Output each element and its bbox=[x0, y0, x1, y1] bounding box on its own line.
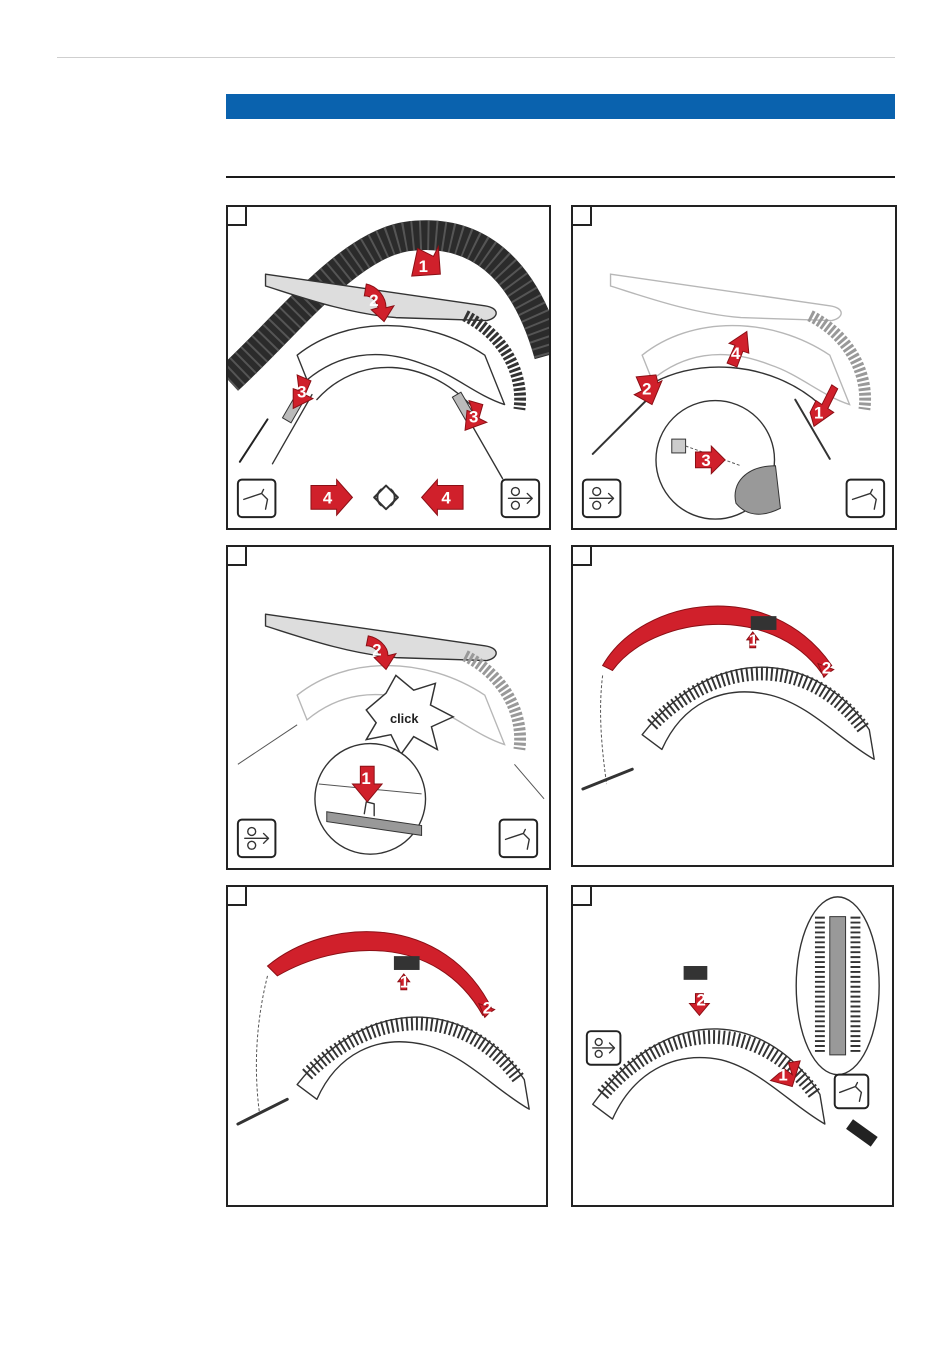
step-number-box bbox=[573, 547, 592, 566]
step-number-box bbox=[573, 207, 592, 226]
svg-text:2: 2 bbox=[822, 658, 831, 677]
step-panel-3: click 1 2 bbox=[226, 545, 551, 870]
svg-text:1: 1 bbox=[361, 769, 370, 788]
section-header-bar bbox=[226, 94, 895, 119]
wire-feed-icon bbox=[583, 480, 621, 518]
step-panel-5: 1 2 bbox=[226, 885, 548, 1207]
svg-text:2: 2 bbox=[696, 991, 705, 1010]
svg-text:click: click bbox=[390, 711, 419, 726]
step-panel-1: 1 2 3 3 4 4 bbox=[226, 205, 551, 530]
illustration-press-cable-guide: 1 2 bbox=[573, 887, 892, 1205]
svg-text:3: 3 bbox=[701, 451, 710, 470]
step-panel-6: 1 2 bbox=[571, 885, 894, 1207]
svg-text:2: 2 bbox=[372, 641, 381, 660]
wire-feed-icon bbox=[238, 820, 276, 858]
wire-feed-icon bbox=[587, 1031, 621, 1065]
svg-text:2: 2 bbox=[369, 291, 378, 310]
svg-text:1: 1 bbox=[778, 1066, 787, 1085]
arrow-step-2: 2 bbox=[690, 991, 710, 1016]
svg-text:4: 4 bbox=[441, 488, 451, 507]
svg-text:3: 3 bbox=[469, 407, 478, 426]
illustration-remove-hosepack: 1 2 3 3 4 4 bbox=[228, 207, 549, 528]
section-rule bbox=[226, 176, 895, 178]
welding-torch-icon bbox=[835, 1075, 869, 1109]
wire-feed-icon bbox=[502, 480, 540, 518]
step-number-box bbox=[228, 207, 247, 226]
illustration-guide-cable-through: 1 2 bbox=[228, 887, 546, 1205]
welding-torch-icon bbox=[238, 480, 276, 518]
svg-text:1: 1 bbox=[814, 403, 823, 422]
welding-torch-icon bbox=[847, 480, 885, 518]
svg-text:3: 3 bbox=[297, 383, 306, 402]
arrow-step-1: 1 bbox=[412, 247, 441, 277]
svg-text:4: 4 bbox=[323, 488, 333, 507]
arrow-step-4-left: 4 bbox=[311, 480, 352, 516]
arrow-step-1: 1 bbox=[747, 631, 759, 650]
svg-text:2: 2 bbox=[642, 380, 651, 399]
step-number-box bbox=[573, 887, 592, 906]
illustration-insert-liner: 1 2 3 4 bbox=[573, 207, 895, 528]
svg-text:1: 1 bbox=[419, 257, 428, 276]
svg-text:1: 1 bbox=[400, 973, 409, 992]
arrow-step-3-left: 3 bbox=[293, 375, 313, 409]
rotate-icon bbox=[374, 486, 398, 510]
step-panel-4: 1 2 bbox=[571, 545, 894, 867]
illustration-insert-cable-guide: 1 2 bbox=[573, 547, 892, 865]
svg-text:4: 4 bbox=[731, 344, 741, 363]
step-number-box bbox=[228, 887, 247, 906]
arrow-step-2: 2 bbox=[634, 375, 662, 405]
welding-torch-icon bbox=[500, 820, 538, 858]
step-panel-2: 1 2 3 4 bbox=[571, 205, 897, 530]
arrow-step-4: 4 bbox=[727, 331, 749, 367]
arrow-step-1: 1 bbox=[398, 973, 410, 992]
svg-text:1: 1 bbox=[749, 631, 758, 650]
arrow-step-4-right: 4 bbox=[422, 480, 463, 516]
step-number-box bbox=[228, 547, 247, 566]
top-rule bbox=[57, 57, 895, 58]
click-callout: click bbox=[366, 675, 453, 754]
illustration-close-clamp: click 1 2 bbox=[228, 547, 549, 868]
arrow-step-1: 1 bbox=[810, 385, 838, 426]
svg-text:2: 2 bbox=[483, 998, 492, 1017]
